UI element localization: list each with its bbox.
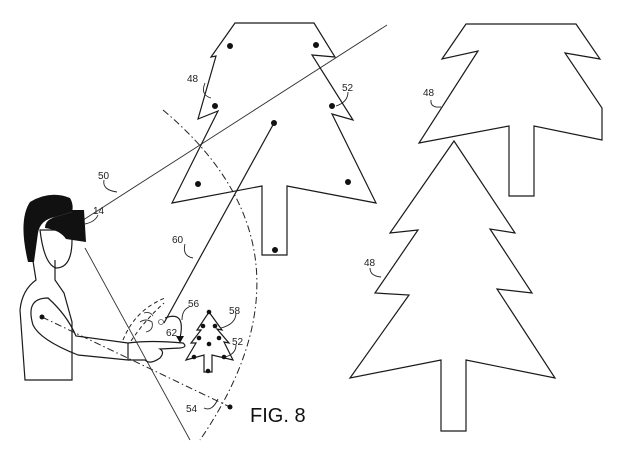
label-54: 54 <box>186 404 198 415</box>
label-48-right-bottom: 48 <box>364 258 376 269</box>
miniature-tree <box>184 309 235 374</box>
label-52-large: 52 <box>342 83 354 94</box>
projection-ray-60 <box>163 122 275 324</box>
label-60: 60 <box>172 235 184 246</box>
sight-line-50 <box>79 24 388 223</box>
label-48-center: 48 <box>187 74 199 85</box>
virtual-tree-large <box>170 22 378 256</box>
label-56: 56 <box>188 299 200 310</box>
label-50: 50 <box>98 171 110 182</box>
label-52-small: 52 <box>232 337 244 348</box>
gesture-arrow <box>164 315 182 339</box>
label-58: 58 <box>229 306 241 317</box>
hmd-device <box>45 210 86 242</box>
view-boundary-line <box>84 247 191 441</box>
label-62: 62 <box>166 328 178 339</box>
user-figure <box>19 194 186 381</box>
gesture-ghost <box>122 297 166 342</box>
reach-endpoint-dot <box>227 404 233 410</box>
figure-caption: FIG. 8 <box>250 405 306 427</box>
gesture-arrowhead <box>176 336 184 343</box>
label-14: 14 <box>93 206 105 217</box>
hair <box>23 194 73 262</box>
reach-boundary-arc <box>162 109 258 441</box>
reach-radius-line <box>41 316 231 408</box>
selection-point <box>158 319 164 325</box>
virtual-tree-right-top <box>417 23 603 197</box>
virtual-tree-right-bottom <box>348 139 557 432</box>
label-48-right-top: 48 <box>423 88 435 99</box>
